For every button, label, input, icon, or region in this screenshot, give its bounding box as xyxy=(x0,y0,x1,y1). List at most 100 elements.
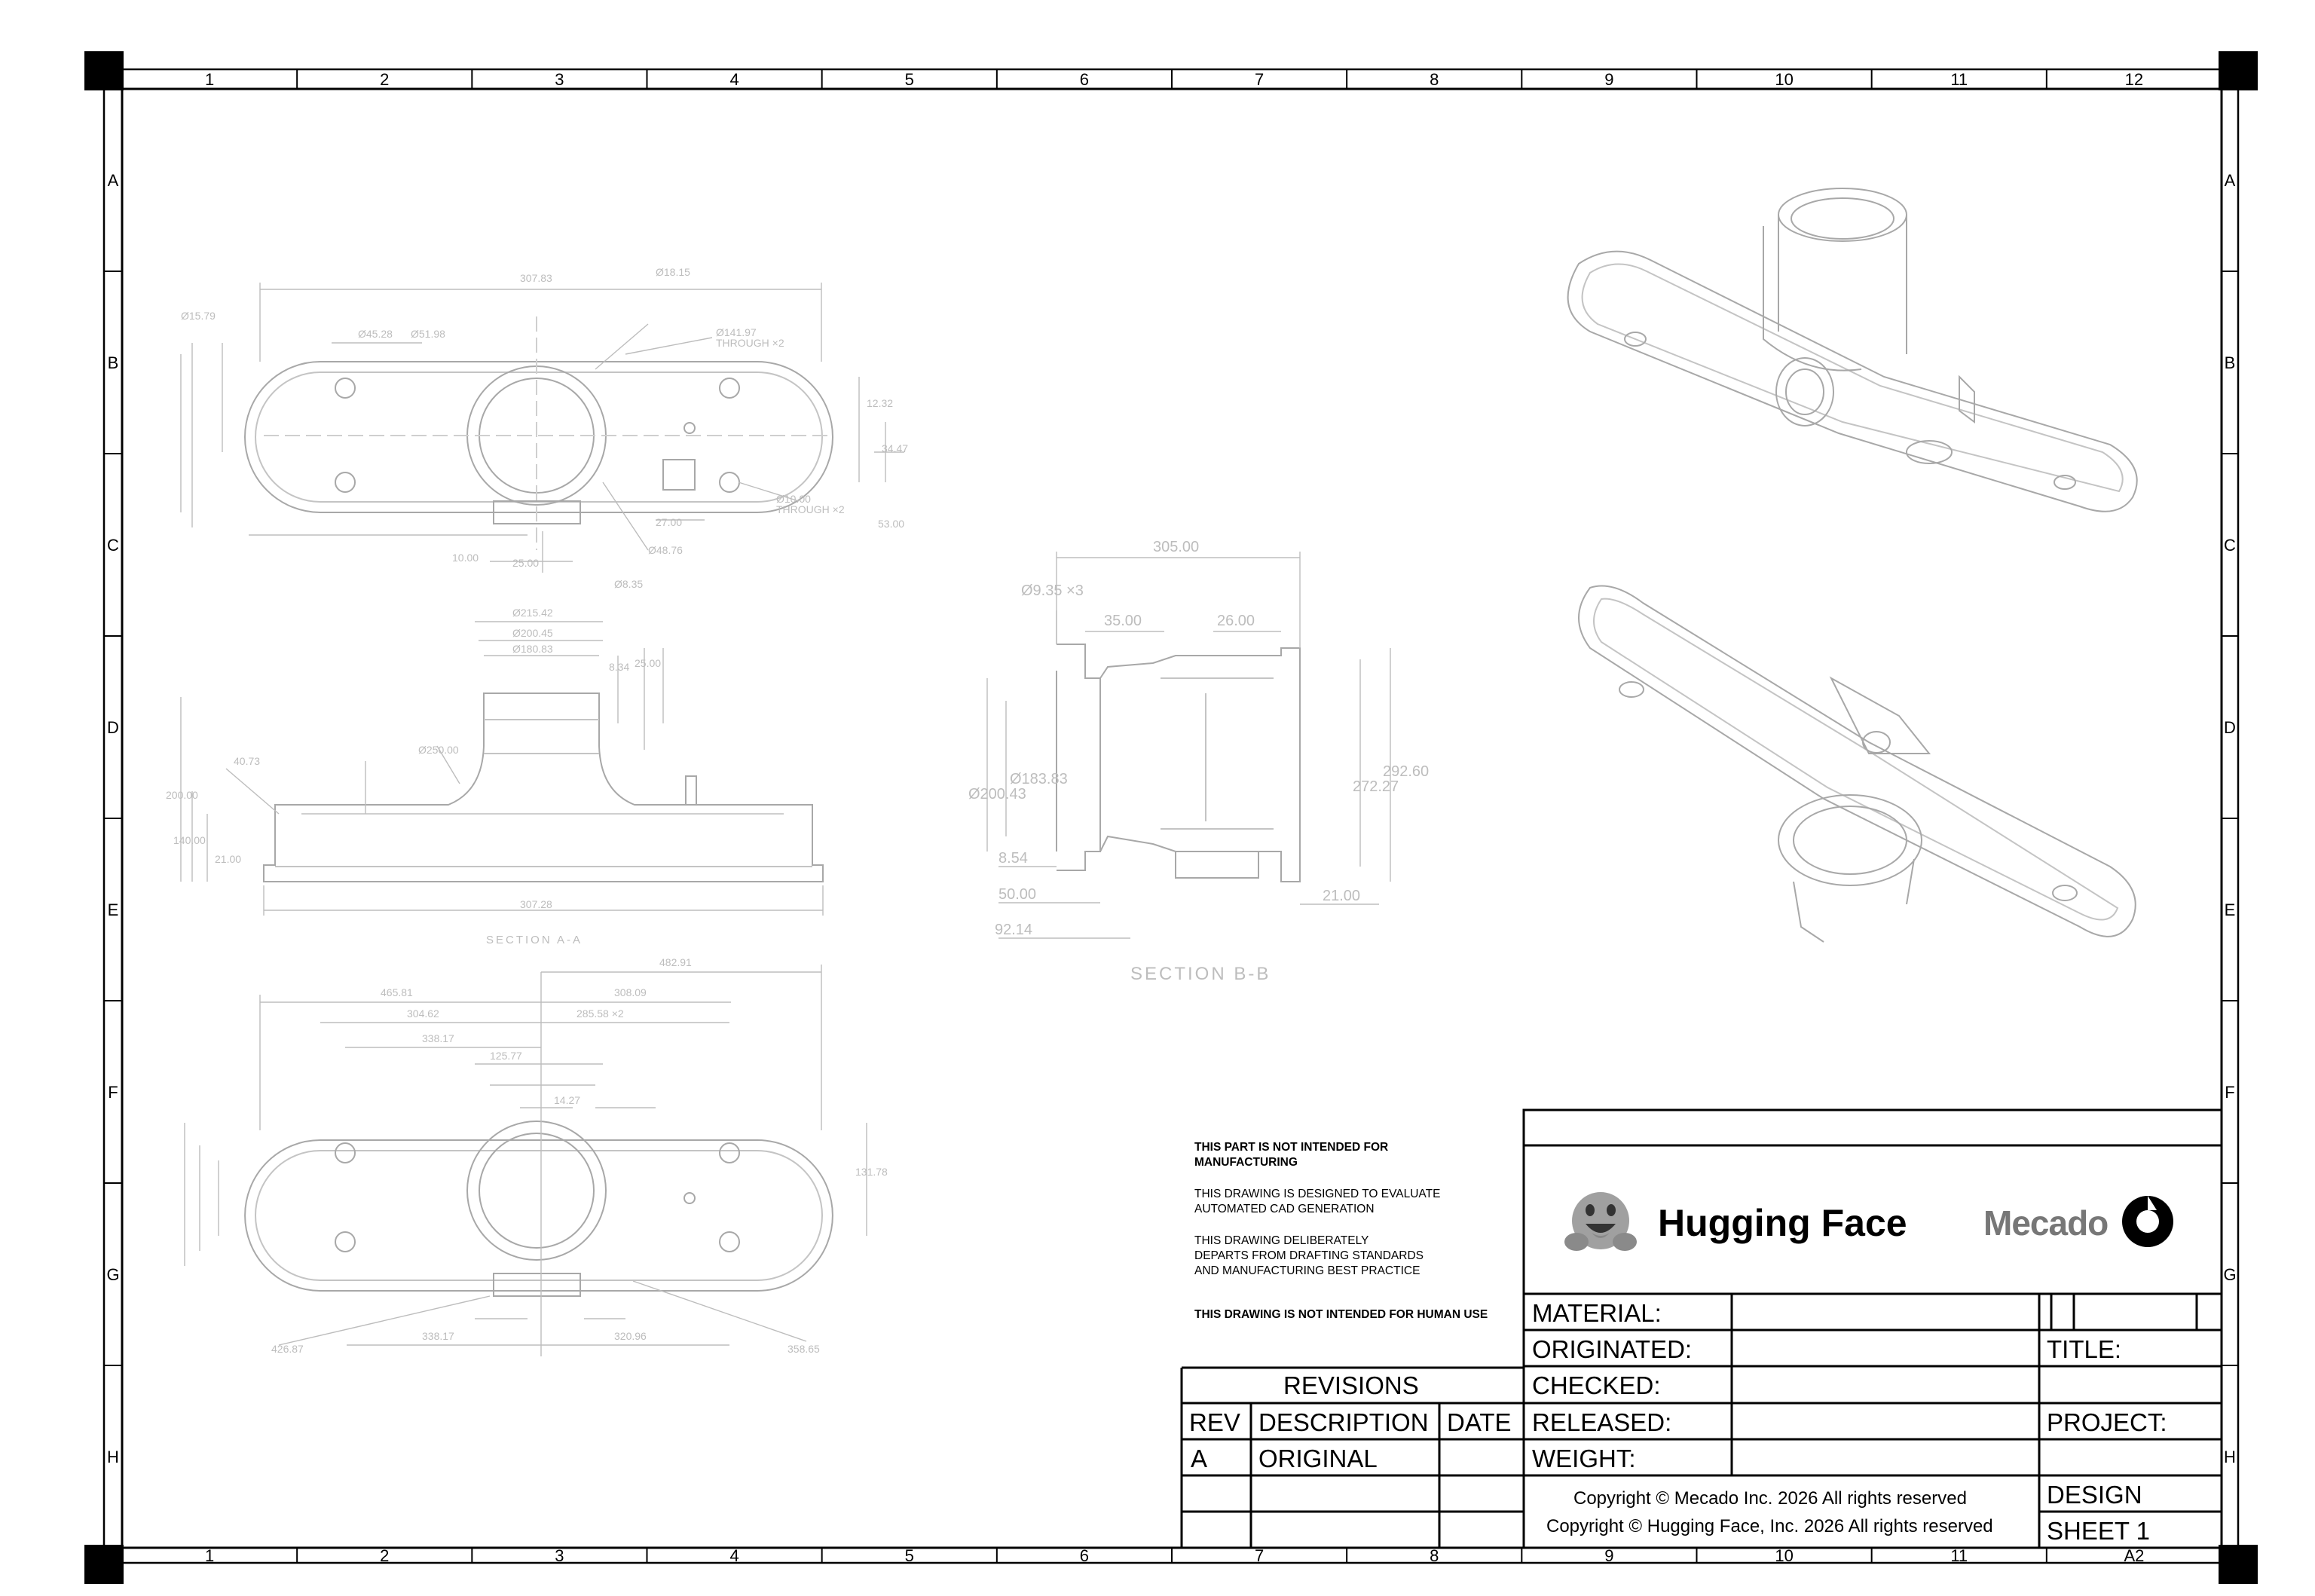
svg-text:482.91: 482.91 xyxy=(659,956,692,968)
zone-column-label: 4 xyxy=(729,70,739,89)
checked-label: CHECKED: xyxy=(1532,1371,1661,1399)
section-b-dim-labels: 305.00 35.00 26.00 Ø9.35 ×3 Ø200.43 Ø183… xyxy=(968,539,1429,938)
revisions-row-rev: A xyxy=(1191,1445,1208,1472)
svg-text:125.77: 125.77 xyxy=(490,1050,522,1062)
zone-row-label: B xyxy=(108,353,119,372)
zone-column-label: 4 xyxy=(729,1546,739,1565)
svg-text:320.96: 320.96 xyxy=(614,1330,647,1342)
note-evaluate-cad: THIS DRAWING IS DESIGNED TO EVALUATE AUT… xyxy=(1194,1188,1441,1216)
svg-text:305.00: 305.00 xyxy=(1153,539,1199,555)
svg-text:338.17: 338.17 xyxy=(422,1330,454,1342)
svg-text:Ø10.00: Ø10.00 xyxy=(776,493,811,505)
svg-text:Ø183.83: Ø183.83 xyxy=(1010,771,1068,787)
zone-column-label: 3 xyxy=(555,1546,564,1565)
svg-text:50.00: 50.00 xyxy=(998,886,1036,903)
bottom-view-dims xyxy=(184,965,867,1356)
svg-text:Ø141.97: Ø141.97 xyxy=(716,326,757,338)
section-a-dim-labels: Ø215.42 Ø200.45 Ø180.83 Ø250.00 40.73 8.… xyxy=(166,607,661,910)
zone-column-label: 1 xyxy=(205,70,214,89)
corner-mark xyxy=(2219,1545,2258,1584)
zone-row-label: H xyxy=(107,1448,119,1466)
zone-column-label: 11 xyxy=(1950,1546,1968,1565)
copyright-mecado: Copyright © Mecado Inc. 2026 All rights … xyxy=(1573,1488,1967,1509)
svg-text:14.27: 14.27 xyxy=(554,1094,580,1106)
svg-text:Ø215.42: Ø215.42 xyxy=(512,607,553,619)
zone-column-label: 10 xyxy=(1775,1546,1793,1565)
bottom-view-dim-labels: 482.91 465.81 308.09 304.62 285.58 ×2 33… xyxy=(271,956,888,1355)
svg-text:Ø200.43: Ø200.43 xyxy=(968,786,1026,803)
svg-text:THROUGH ×2: THROUGH ×2 xyxy=(776,503,845,515)
revisions-col-date: DATE xyxy=(1447,1408,1512,1436)
svg-text:285.58 ×2: 285.58 ×2 xyxy=(576,1007,624,1020)
section-b-label: SECTION B-B xyxy=(1130,964,1271,984)
corner-mark xyxy=(2219,51,2258,90)
svg-text:THROUGH ×2: THROUGH ×2 xyxy=(716,337,784,349)
zone-column-label: 11 xyxy=(1950,70,1968,89)
zone-row-label: C xyxy=(107,536,119,555)
zone-row-label: E xyxy=(108,900,119,919)
section-b-view xyxy=(1056,644,1301,882)
svg-text:358.65: 358.65 xyxy=(787,1343,820,1355)
note-not-for-manufacturing: THIS PART IS NOT INTENDED FOR MANUFACTUR… xyxy=(1194,1141,1389,1169)
hugging-face-logo xyxy=(1564,1192,1637,1251)
note-not-for-human-use: THIS DRAWING IS NOT INTENDED FOR HUMAN U… xyxy=(1194,1308,1488,1321)
svg-text:35.00: 35.00 xyxy=(1104,613,1142,629)
svg-text:40.73: 40.73 xyxy=(234,755,260,767)
zone-column-label: 12 xyxy=(2125,70,2143,89)
zone-row-label: F xyxy=(2225,1083,2234,1102)
zone-row-label: D xyxy=(107,718,119,737)
section-a-label: SECTION A-A xyxy=(486,934,583,946)
brand-mecado: Mecado xyxy=(1983,1203,2109,1243)
zone-row-label: A xyxy=(2225,171,2236,190)
svg-text:140.00: 140.00 xyxy=(173,834,206,846)
zone-column-label: 9 xyxy=(1604,70,1613,89)
zone-column-label: 3 xyxy=(555,70,564,89)
svg-text:34.47: 34.47 xyxy=(882,442,908,454)
zone-row-label: B xyxy=(2225,353,2236,372)
svg-text:Ø200.45: Ø200.45 xyxy=(512,627,553,639)
svg-text:Ø18.15: Ø18.15 xyxy=(656,266,690,278)
section-a-view xyxy=(263,693,824,882)
zone-column-label: 9 xyxy=(1604,1546,1613,1565)
top-view-dim-labels: 307.83 Ø18.15 Ø15.79 Ø45.28 Ø51.98 Ø141.… xyxy=(181,266,908,590)
zone-ticks xyxy=(104,69,2238,1563)
svg-text:308.09: 308.09 xyxy=(614,986,647,998)
svg-text:307.83: 307.83 xyxy=(520,272,552,284)
zone-column-label: A2 xyxy=(2124,1546,2144,1565)
revisions-col-description: DESCRIPTION xyxy=(1258,1408,1429,1436)
isometric-view-bottom xyxy=(1578,585,2136,943)
zone-column-label: 7 xyxy=(1255,70,1264,89)
top-view-dims xyxy=(180,283,904,573)
zone-column-label: 10 xyxy=(1775,70,1793,89)
note-departs-standards: THIS DRAWING DELIBERATELY DEPARTS FROM D… xyxy=(1194,1234,1424,1278)
svg-text:25.00: 25.00 xyxy=(512,557,539,569)
zone-column-label: 6 xyxy=(1080,70,1089,89)
title-label: TITLE: xyxy=(2047,1335,2122,1363)
corner-mark xyxy=(84,1545,124,1584)
svg-text:Ø8.35: Ø8.35 xyxy=(614,578,643,590)
svg-text:Ø180.83: Ø180.83 xyxy=(512,643,553,655)
zone-row-label: G xyxy=(2223,1265,2236,1284)
zone-column-label: 8 xyxy=(1430,1546,1439,1565)
svg-text:8.34: 8.34 xyxy=(609,661,629,673)
isometric-view-top xyxy=(1567,188,2138,512)
zone-row-label: G xyxy=(106,1265,119,1284)
zone-row-label: C xyxy=(2224,536,2236,555)
zone-column-label: 2 xyxy=(380,70,389,89)
svg-text:Ø48.76: Ø48.76 xyxy=(648,544,683,556)
revisions-col-rev: REV xyxy=(1189,1408,1240,1436)
svg-text:465.81: 465.81 xyxy=(381,986,413,998)
svg-text:21.00: 21.00 xyxy=(215,853,241,865)
revisions-table xyxy=(1180,1366,1524,1548)
svg-text:426.87: 426.87 xyxy=(271,1343,304,1355)
weight-label: WEIGHT: xyxy=(1532,1445,1636,1472)
zone-column-label: 5 xyxy=(905,70,914,89)
svg-text:53.00: 53.00 xyxy=(878,518,904,530)
bottom-view xyxy=(244,1121,833,1297)
zone-row-label: E xyxy=(2225,900,2236,919)
svg-text:92.14: 92.14 xyxy=(995,922,1032,938)
mecado-logo-icon xyxy=(2122,1196,2173,1247)
svg-text:307.28: 307.28 xyxy=(520,898,552,910)
revisions-title: REVISIONS xyxy=(1283,1371,1419,1399)
